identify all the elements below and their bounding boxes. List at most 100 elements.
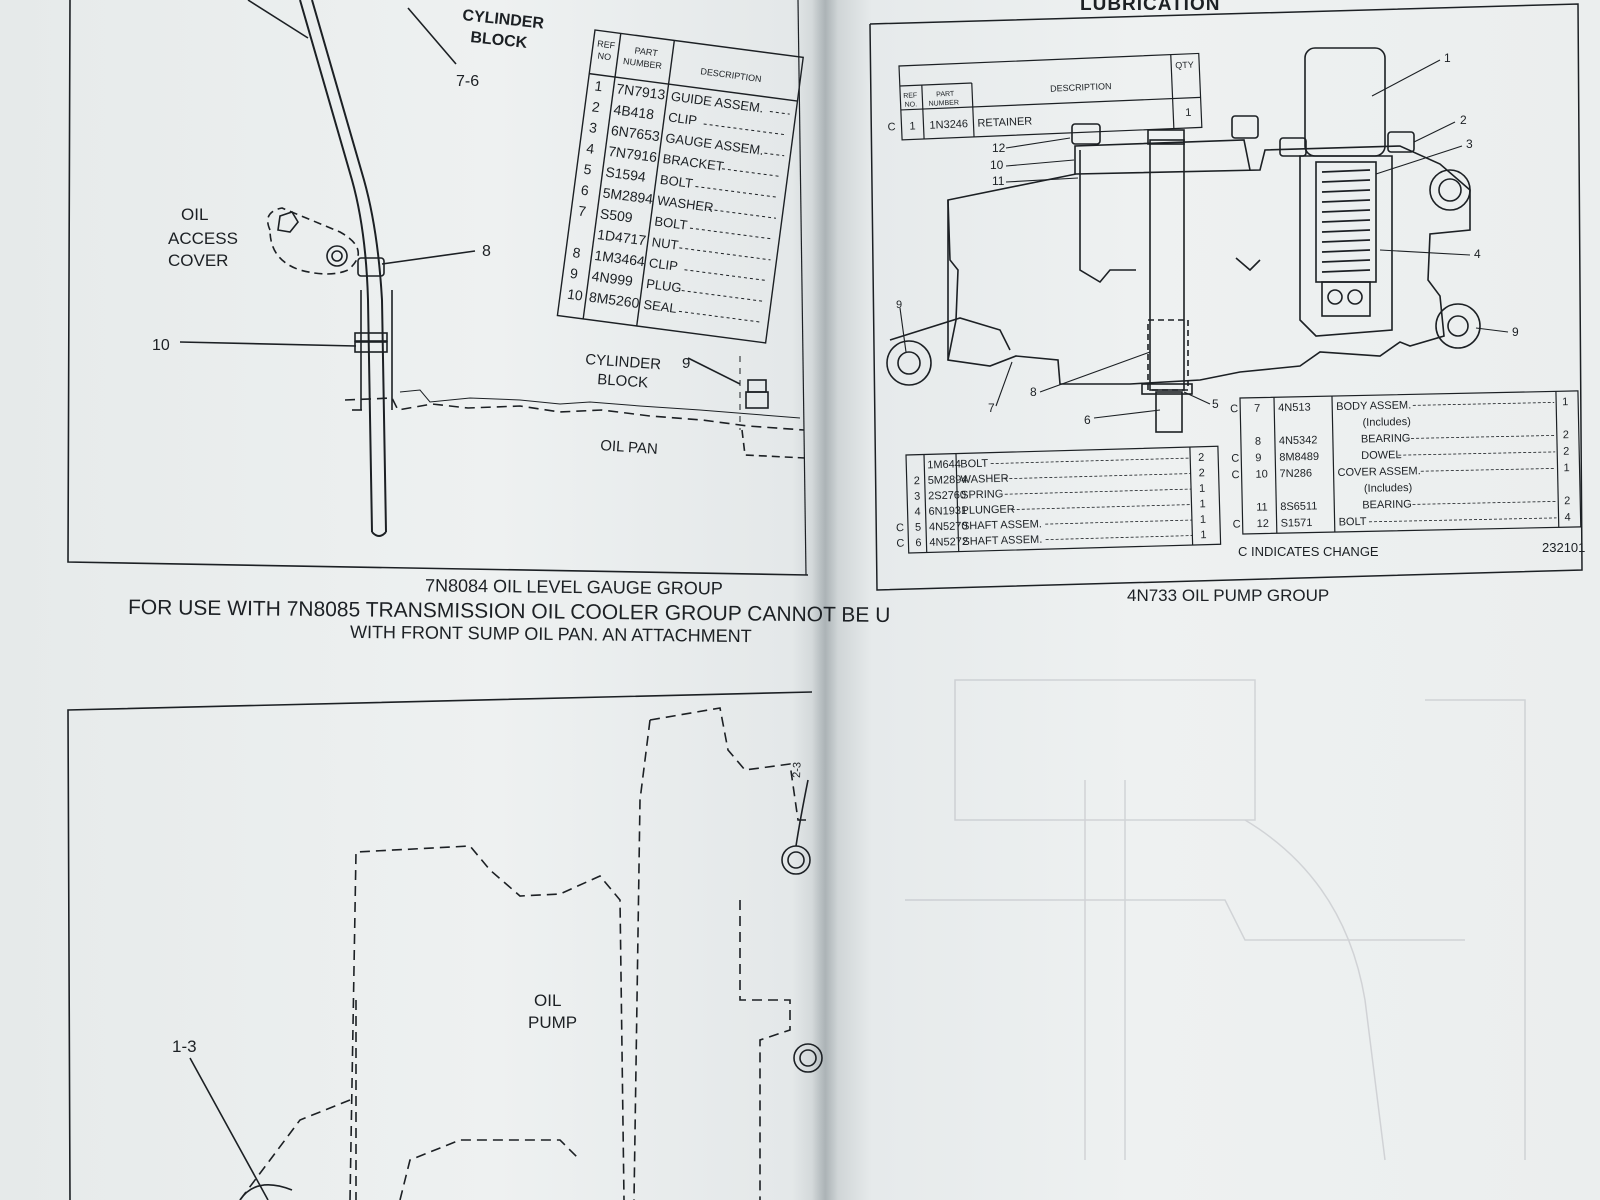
table_b-row-leader-dots — [1412, 402, 1555, 406]
table_a-row-desc: SHAFT ASSEM. — [962, 518, 1042, 532]
table_b-row-ref: 11 — [1256, 501, 1268, 513]
illustration-number: 232101 — [1542, 540, 1585, 555]
gauge-row-ref: 10 — [566, 286, 584, 304]
right-page — [825, 0, 1600, 1200]
pump-callout-3: 3 — [1466, 137, 1473, 151]
table_a-row-change: C — [896, 522, 904, 534]
book-gutter — [812, 0, 838, 1200]
pump-callout-9-left: 9 — [896, 299, 902, 311]
table_a-row-part: 2S2760 — [928, 489, 966, 502]
table_a-row-qty: 2 — [1198, 452, 1204, 464]
table_b-row-qty: 1 — [1562, 396, 1568, 408]
table_b-row-change: C — [1231, 469, 1239, 481]
table_a-row-desc: SPRING — [961, 488, 1004, 501]
gauge-row-desc: BOLT — [654, 213, 689, 232]
gauge-row-ref: 8 — [572, 244, 582, 261]
table_a-row-qty: 1 — [1200, 514, 1206, 526]
table_b-row-desc: (Includes) — [1364, 482, 1413, 495]
gauge-row-ref: 2 — [591, 98, 601, 115]
retainer-ref: 1 — [909, 120, 916, 132]
table_b-row-change: C — [1233, 519, 1241, 531]
table_b-row-ref: 8 — [1255, 436, 1261, 448]
table_b-row-qty: 4 — [1564, 512, 1570, 524]
oil-pan-label: OIL PAN — [600, 437, 659, 458]
gauge-row-ref: 7 — [577, 202, 587, 219]
table_b-row-part: 4N5342 — [1279, 434, 1318, 447]
table_a-row-ref: 2 — [914, 475, 920, 487]
table_a-row-ref: 3 — [914, 491, 920, 503]
retainer-part-number-header-2: NUMBER — [928, 100, 959, 108]
gauge-row-ref: 3 — [588, 119, 598, 136]
table_b-row-part: S1571 — [1281, 517, 1313, 530]
pump-callout-7: 7 — [988, 401, 995, 415]
table_b-row-desc: COVER ASSEM. — [1337, 465, 1420, 479]
oil-pump-group-caption: 4N733 OIL PUMP GROUP — [1127, 586, 1330, 605]
retainer-table: REF NO. PART NUMBER DESCRIPTION QTY C 1 … — [887, 52, 1203, 141]
gauge-row-part: 4B418 — [613, 101, 655, 122]
oil-access-cover-label-3: COVER — [168, 251, 228, 270]
table_a-row-ref: 6 — [915, 537, 921, 549]
gauge-row-leader-dots — [769, 111, 790, 115]
cylinder-block-bottom-label-2: BLOCK — [597, 371, 649, 392]
table_a-row-qty: 1 — [1200, 529, 1206, 541]
gauge-row-leader-dots — [679, 247, 771, 261]
left-page — [0, 0, 825, 1200]
table_a-row-leader-dots — [1004, 488, 1192, 495]
table_a-row-part: 5M2894 — [928, 474, 968, 487]
table_b-row-ref: 12 — [1257, 518, 1269, 530]
pump-callout-11: 11 — [992, 174, 1005, 188]
gauge-row-part: 1M3464 — [594, 247, 646, 269]
retainer-desc: RETAINER — [977, 115, 1032, 129]
table_b-row-desc: BODY ASSEM. — [1336, 399, 1411, 413]
table_a-row-desc: PLUNGER — [961, 503, 1015, 516]
table_a-row-leader-dots — [1011, 504, 1192, 510]
gauge-row-part: 1D4717 — [596, 226, 647, 248]
gauge-row-leader-dots — [695, 185, 779, 198]
table_a-row-qty: 2 — [1198, 467, 1204, 479]
table_a-row-leader-dots — [1045, 519, 1192, 525]
show-through-ghost-drawing — [905, 679, 1526, 1161]
oil-access-cover-label-2: ACCESS — [168, 229, 238, 248]
table_a-row-desc: WASHER — [961, 473, 1009, 486]
gauge-row-part: S1594 — [605, 164, 647, 185]
table_b-row-part: 8M8489 — [1279, 451, 1319, 464]
pump-callout-9-right: 9 — [1512, 325, 1519, 339]
retainer-ref-no-header-1: REF — [903, 92, 917, 100]
table_b-row-desc: BOLT — [1339, 516, 1367, 529]
gauge-row-leader-dots — [681, 290, 766, 303]
gauge-row-desc: NUT — [651, 234, 680, 252]
gauge-row-leader-dots — [721, 168, 782, 178]
table_b-row-ref: 9 — [1255, 452, 1261, 464]
table_b-row-part: 4N513 — [1278, 402, 1311, 415]
description-header: DESCRIPTION — [700, 66, 762, 84]
table_a-row-part: 6N1931 — [928, 505, 967, 518]
gauge-row-ref: 6 — [580, 182, 590, 199]
oil-pump-label-1: OIL — [534, 991, 561, 1010]
table_a-row-part: 4N5272 — [929, 536, 968, 549]
oil-access-cover-label-1: OIL — [181, 205, 208, 224]
pump-callout-6: 6 — [1084, 413, 1091, 427]
gauge-row-ref: 5 — [583, 161, 593, 178]
cylinder-block-bottom-label-1: CYLINDER — [585, 351, 662, 373]
gauge-row-leader-dots — [703, 123, 788, 136]
callout-9-left: 9 — [682, 355, 690, 372]
table_a-row-part: 4N5270 — [929, 520, 968, 533]
pump-callout-12: 12 — [992, 141, 1006, 155]
table_b-row-leader-dots — [1412, 501, 1557, 505]
pump-callout-10: 10 — [990, 158, 1004, 172]
gauge-row-part: 4N999 — [591, 268, 634, 289]
gauge-row-part: 7N7916 — [607, 143, 658, 165]
oil-pump-label-2: PUMP — [528, 1013, 577, 1032]
table_a-row-leader-dots — [990, 457, 1191, 465]
change-indicator-note: C INDICATES CHANGE — [1238, 544, 1379, 559]
gauge-row-part: S509 — [599, 205, 634, 225]
gauge-row-desc: CLIP — [648, 255, 679, 274]
retainer-qty: 1 — [1185, 107, 1192, 119]
table_a-row-leader-dots — [1045, 535, 1193, 541]
table_a-row-desc: BOLT — [960, 458, 989, 471]
table_b-row-desc: BEARING — [1361, 432, 1411, 445]
pump-callout-1: 1 — [1444, 51, 1451, 65]
table_b-row-desc: DOWEL — [1361, 449, 1402, 462]
